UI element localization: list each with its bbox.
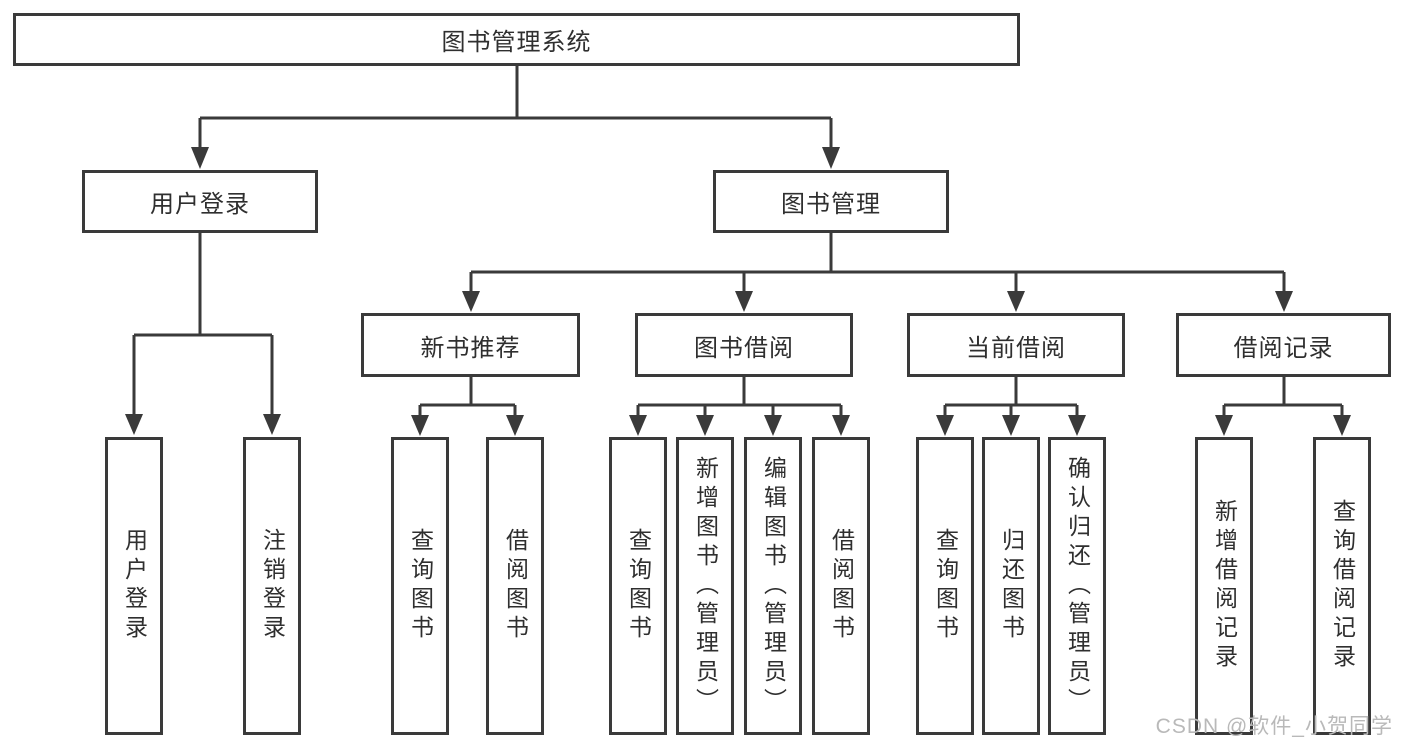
- leaf-label: 查询图书: [407, 528, 434, 644]
- leaf-query-books-borrow: 查询图书: [609, 437, 667, 735]
- leaf-label: 借阅图书: [502, 528, 529, 644]
- node-root: 图书管理系统: [13, 13, 1020, 66]
- node-current-borrow: 当前借阅: [907, 313, 1125, 377]
- leaf-user-login: 用户登录: [105, 437, 163, 735]
- node-book-borrow: 图书借阅: [635, 313, 853, 377]
- leaf-label: 查询图书: [932, 528, 959, 644]
- leaf-label: 注销登录: [259, 528, 286, 644]
- leaf-add-book-admin: 新增图书（管理员）: [676, 437, 734, 735]
- node-user-login: 用户登录: [82, 170, 318, 233]
- leaf-label: 新增图书（管理员）: [692, 455, 719, 717]
- leaf-borrow-books: 借阅图书: [812, 437, 870, 735]
- csdn-watermark: CSDN @软件_小贺同学: [1155, 715, 1393, 738]
- leaf-label: 查询图书: [625, 528, 652, 644]
- leaf-label: 新增借阅记录: [1211, 499, 1238, 673]
- leaf-borrow-books-recommend: 借阅图书: [486, 437, 544, 735]
- leaf-edit-book-admin: 编辑图书（管理员）: [744, 437, 802, 735]
- leaf-label: 借阅图书: [828, 528, 855, 644]
- leaf-label: 归还图书: [998, 528, 1025, 644]
- leaf-logout: 注销登录: [243, 437, 301, 735]
- arrowhead-icons: [125, 147, 1351, 436]
- leaf-label: 用户登录: [121, 528, 148, 644]
- leaf-confirm-return-admin: 确认归还（管理员）: [1048, 437, 1106, 735]
- leaf-label: 确认归还（管理员）: [1064, 455, 1091, 717]
- node-borrow-records: 借阅记录: [1176, 313, 1391, 377]
- leaf-label: 查询借阅记录: [1329, 499, 1356, 673]
- leaf-query-books-current: 查询图书: [916, 437, 974, 735]
- leaf-add-borrow-record: 新增借阅记录: [1195, 437, 1253, 735]
- leaf-label: 编辑图书（管理员）: [760, 455, 787, 717]
- node-new-book-recommend: 新书推荐: [361, 313, 580, 377]
- leaf-return-book: 归还图书: [982, 437, 1040, 735]
- leaf-query-books-recommend: 查询图书: [391, 437, 449, 735]
- leaf-query-borrow-record: 查询借阅记录: [1313, 437, 1371, 735]
- node-book-management: 图书管理: [713, 170, 949, 233]
